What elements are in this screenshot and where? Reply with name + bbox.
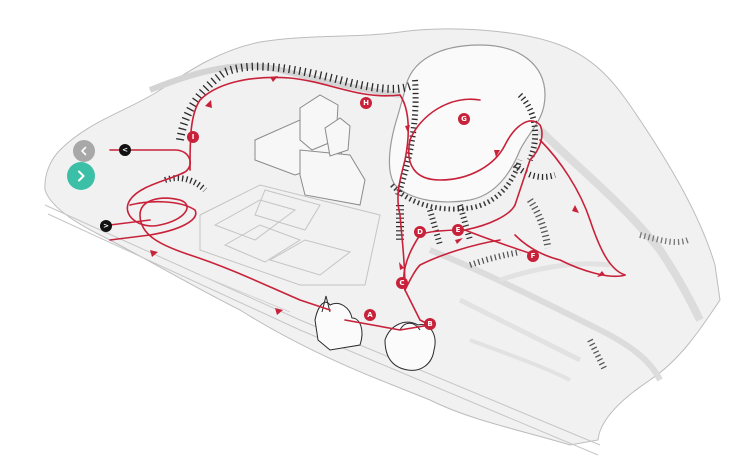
buildings [254,94,366,206]
svg-text:E: E [456,226,461,234]
marker-e[interactable]: E [452,224,464,236]
marker-a[interactable]: A [364,309,376,321]
route [109,76,626,331]
marker-b[interactable]: B [424,318,436,330]
next-button[interactable] [67,162,95,190]
marker-g[interactable]: G [458,113,470,125]
svg-text:I: I [192,133,195,141]
svg-text:>: > [103,222,109,230]
svg-text:D: D [417,228,423,236]
svg-text:A: A [367,311,373,319]
marker-d[interactable]: D [414,226,426,238]
chevron-left-icon [79,146,89,156]
svg-text:F: F [531,252,536,260]
svg-text:B: B [427,320,432,328]
marker-i[interactable]: I [187,131,199,143]
svg-text:<: < [122,146,128,154]
prev-button[interactable] [73,140,95,162]
terrain [44,28,721,456]
entry-markers: < > [100,144,131,232]
plaza [199,184,381,286]
entry-left-marker[interactable]: < [119,144,131,156]
marker-c[interactable]: C [396,277,408,289]
marker-f[interactable]: F [527,250,539,262]
entry-right-marker[interactable]: > [100,220,112,232]
markers: A B C D E F G H I [187,97,539,330]
marker-h[interactable]: H [360,97,372,109]
svg-text:H: H [363,99,369,107]
entrance-pavilions [314,295,436,371]
svg-text:C: C [399,279,404,287]
chevron-right-icon [75,170,87,182]
route-arrows [150,76,605,315]
svg-text:G: G [461,115,467,123]
